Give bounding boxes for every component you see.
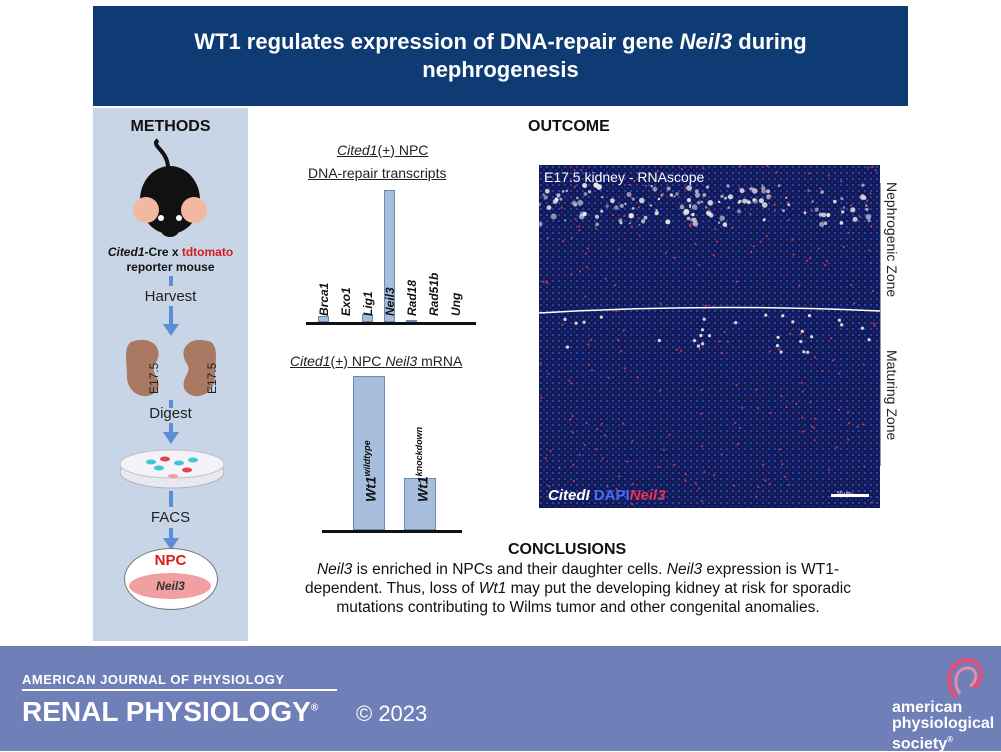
methods-heading: METHODS [130,118,211,135]
tick-label-exo1: Exo1 [339,287,353,316]
step-facs: FACS [150,509,191,526]
tick-label-neil3: Neil3 [383,287,397,316]
society-name: american physiological society® [892,699,995,752]
micrograph-image [539,165,880,508]
micrograph-legend: CitedI DAPINeil3 [548,487,666,504]
neil3-mrna-bar-chart [322,372,462,534]
micrograph-label: E17.5 kidney - RNAscope [544,169,705,185]
chart1-subtitle: DNA-repair transcripts [308,165,447,181]
nucleus-icon [129,573,211,599]
header-banner: WT1 regulates expression of DNA-repair g… [93,6,908,106]
step-digest: Digest [149,405,192,422]
chart1-baseline [306,322,476,325]
mouse-cross-label: Cited1-Cre x tdtomato [107,245,234,259]
mouse-icon [133,138,207,237]
footer-banner: AMERICAN JOURNAL OF PHYSIOLOGY RENAL PHY… [0,646,1001,752]
bar-rad18 [406,320,417,323]
journal-line2: RENAL PHYSIOLOGY® [22,696,319,727]
flow-arrow [169,528,173,540]
bar-brca1 [318,316,329,322]
petri-dish-icon [119,449,225,489]
page-title: WT1 regulates expression of DNA-repair g… [194,29,807,82]
tick-label-ung: Ung [449,292,463,316]
conclusions-text: Neil3 is enriched in NPCs and their daug… [305,561,851,616]
step-harvest: Harvest [144,288,197,305]
zone-label-nephrogenic: Nephrogenic Zone [884,182,900,298]
chart1-title: Cited1(+) NPC [337,142,429,158]
outcome-heading: OUTCOME [528,118,610,135]
chart2-baseline [322,530,462,533]
flow-arrow [169,423,173,435]
zone-bracket [880,183,881,466]
flow-arrow [169,491,173,507]
chart2-title: Cited1(+) NPC Neil3 mRNA [290,353,463,369]
methods-panel: METHODS Cited1-Cre x tdtomato reporter m… [93,108,248,641]
flow-arrow [169,276,173,286]
flow-arrow [169,306,173,326]
bar-wt1-wildtype [353,376,385,530]
scale-bar-label: 50 µm [837,491,851,497]
flow-arrowhead [163,538,179,550]
tick-label-rad18: Rad18 [405,279,419,316]
journal-divider [22,689,337,691]
flow-arrowhead [163,432,179,444]
conclusions-heading: CONCLUSIONS [508,541,627,558]
society-logo-icon [947,658,983,700]
chart2-cat-label: Wt1wildtype [362,440,379,502]
copyright-year: © 2023 [356,701,428,726]
rnascope-micrograph: E17.5 kidney - RNAscope CitedI DAPINeil3… [539,165,880,508]
npc-gene-label: Neil3 [156,579,185,593]
tick-label-brca1: Brca1 [317,282,331,316]
mouse-line-label: reporter mouse [126,260,215,274]
flow-arrowhead [163,324,179,336]
dna-repair-bar-chart: Brca1 Exo1 Lig1 Neil3 Rad18 Rad51b Ung [306,170,476,326]
journal-line1: AMERICAN JOURNAL OF PHYSIOLOGY [22,672,285,687]
flow-arrow [169,400,173,408]
kidneys-icon [126,339,216,397]
zone-label-maturing: Maturing Zone [884,350,900,441]
bar-lig1 [362,314,373,322]
stage-label-right: E17.5 [205,362,219,394]
stage-label-left: E17.5 [147,362,161,394]
bar-neil3 [384,189,395,322]
chart2-cat-label: Wt1knockdown [414,426,431,502]
tick-label-rad51b: Rad51b [427,272,441,316]
tick-label-lig1: Lig1 [361,291,375,316]
npc-label: NPC [154,552,187,569]
bar-wt1-knockdown [404,477,436,530]
